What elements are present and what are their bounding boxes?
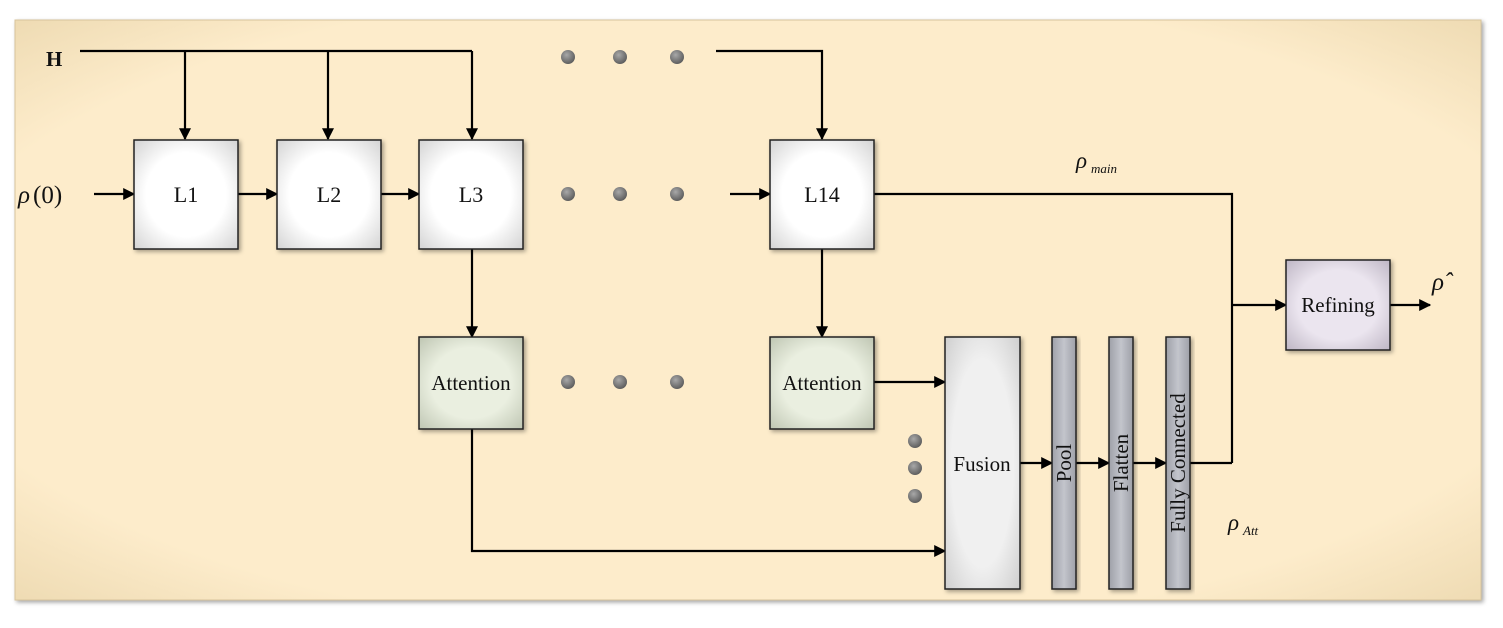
attention-label: Attention xyxy=(782,371,862,395)
layer-label: L3 xyxy=(459,182,483,207)
pool-block: Pool xyxy=(1051,336,1077,590)
attention-label: Attention xyxy=(431,371,511,395)
fusion-label: Fusion xyxy=(953,452,1011,476)
connectors xyxy=(80,49,1432,557)
fully-connected-label: Fully Connected xyxy=(1166,393,1190,533)
flatten-block: Flatten xyxy=(1108,336,1134,590)
rho-main-symbol: ρ xyxy=(1075,148,1087,173)
refining-label: Refining xyxy=(1301,293,1375,317)
attention-block-1: Attention xyxy=(418,336,524,430)
rho-att-label: ρ Att xyxy=(1227,510,1259,538)
layer-block-l2: L2 xyxy=(276,139,382,250)
ellipsis-top xyxy=(561,50,684,64)
ellipsis-middle xyxy=(561,187,684,201)
ellipsis-attention xyxy=(561,375,684,389)
channel-input-label: H xyxy=(46,47,62,71)
rho-att-symbol: ρ xyxy=(1227,510,1239,535)
rho-att-subscript: Att xyxy=(1242,523,1259,538)
flatten-label: Flatten xyxy=(1109,433,1133,492)
rho-main-subscript: main xyxy=(1091,161,1117,176)
layer-label: L1 xyxy=(174,182,198,207)
pool-label: Pool xyxy=(1052,444,1076,483)
layer-label: L14 xyxy=(804,182,839,207)
attention1-to-fusion-arrow xyxy=(470,429,947,557)
layer-block-l3: L3 xyxy=(418,139,524,250)
rho0-input-label: ρ (0) xyxy=(17,182,62,209)
layer-label: L2 xyxy=(317,182,341,207)
refining-block: Refining xyxy=(1285,259,1391,351)
fusion-block: Fusion xyxy=(944,336,1021,590)
ellipsis-vertical xyxy=(908,434,922,503)
rho-main-line xyxy=(874,192,1234,463)
rho0-argument: (0) xyxy=(33,182,62,209)
attention-block-2: Attention xyxy=(769,336,875,430)
layer-block-l1: L1 xyxy=(133,139,239,250)
fully-connected-block: Fully Connected xyxy=(1165,336,1191,590)
layer-block-l14: L14 xyxy=(769,139,875,250)
rho-main-label: ρ main xyxy=(1075,148,1117,176)
h-to-l14-arrow xyxy=(716,49,828,141)
diagram-panel xyxy=(14,19,1482,601)
rho0-symbol: ρ xyxy=(17,182,30,209)
